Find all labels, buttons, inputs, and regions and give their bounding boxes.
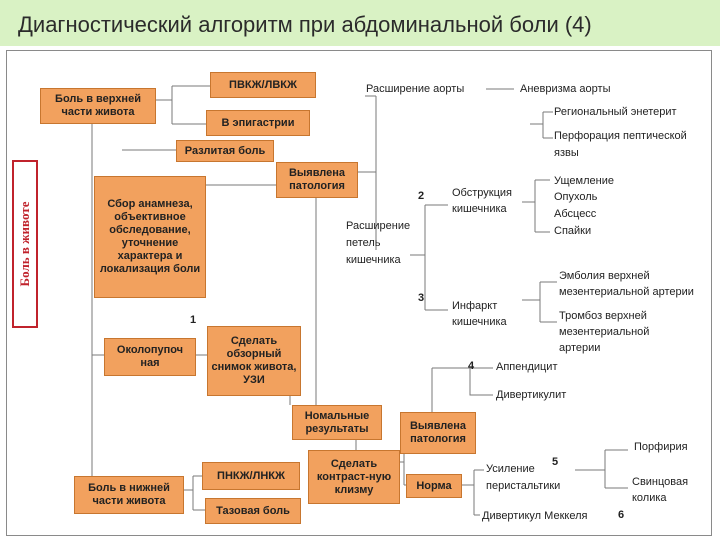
box-enema: Сделать контраст-ную клизму <box>308 450 400 504</box>
label-regional-enteritis: Региональный энетерит <box>554 106 677 118</box>
side-label-box: Боль в животе <box>12 160 38 328</box>
connector-norm-branches <box>462 469 484 516</box>
page-title: Диагностический алгоритм при абдоминальн… <box>18 12 592 37</box>
number-2: 2 <box>418 190 425 202</box>
label-abscess: Абсцесс <box>554 208 597 220</box>
label-loops-dilation: Расширение петель кишечника <box>346 220 411 266</box>
label-diverticulitis: Дивертикулит <box>496 389 567 401</box>
box-pnkzh: ПНКЖ/ЛНКЖ <box>202 462 300 490</box>
box-anamnesis: Сбор анамнеза, объективное обследование,… <box>94 176 206 298</box>
number-5: 5 <box>552 456 559 468</box>
connector-obstruction-bracket <box>522 179 550 233</box>
box-epigastrium: В эпигастрии <box>206 110 310 136</box>
label-meckel: Дивертикул Меккеля <box>482 510 588 522</box>
box-upper-pain: Боль в верхней части живота <box>40 88 156 124</box>
connector-infarction-bracket <box>522 281 557 323</box>
box-umbilical: Околопупоч ная <box>104 338 196 376</box>
title-bar: Диагностический алгоритм при абдоминальн… <box>0 0 720 46</box>
label-adhesions: Спайки <box>554 225 592 237</box>
box-lower-pain: Боль в нижней части живота <box>74 476 184 514</box>
label-perforation: Перфорация пептической язвы <box>554 130 687 159</box>
diagram-frame <box>6 50 712 536</box>
label-aortic-aneurysm: Аневризма аорты <box>520 83 611 95</box>
label-tumor: Опухоль <box>554 191 598 203</box>
connector-appendicitis <box>431 367 493 412</box>
box-normal-results: Номальные результаты <box>292 405 382 440</box>
label-strangulation: Ущемление <box>554 175 614 187</box>
label-aorta-dilation: Расширение аорты <box>366 83 465 95</box>
box-diffuse: Разлитая боль <box>176 140 274 162</box>
number-1: 1 <box>190 314 197 326</box>
number-3: 3 <box>418 292 425 304</box>
box-norm: Норма <box>406 474 462 498</box>
label-thrombosis: Тромбоз верхней мезентериальной артерии <box>559 310 650 354</box>
number-6: 6 <box>618 509 625 521</box>
label-porphyria: Порфирия <box>634 441 688 453</box>
box-xray: Сделать обзорный снимок живота, УЗИ <box>207 326 301 396</box>
connector-peristalsis-bracket <box>575 449 628 489</box>
connector-loops-branches <box>410 204 448 311</box>
label-embolism: Эмболия верхней мезентериальной артерии <box>559 270 694 298</box>
box-pvkzh: ПВКЖ/ЛВКЖ <box>210 72 316 98</box>
side-label: Боль в животе <box>17 201 32 287</box>
label-appendicitis: Аппендицит <box>496 361 558 373</box>
label-infarction: Инфаркт кишечника <box>452 300 507 328</box>
label-obstruction: Обструкция кишечника <box>452 187 512 215</box>
connector-upper-branches <box>155 85 210 125</box>
number-4: 4 <box>468 360 475 372</box>
connector-lower-branches <box>184 475 205 511</box>
box-found-pathology-1: Выявлена патология <box>276 162 358 198</box>
connector-aorta-trunk <box>358 95 377 250</box>
box-found-pathology-2: Выявлена патология <box>400 412 476 454</box>
label-peristalsis: Усиление перистальтики <box>486 463 561 492</box>
label-lead-colic: Свинцовая колика <box>632 476 689 504</box>
connector-regional-bracket <box>530 111 553 139</box>
box-pelvic: Тазовая боль <box>205 498 301 524</box>
